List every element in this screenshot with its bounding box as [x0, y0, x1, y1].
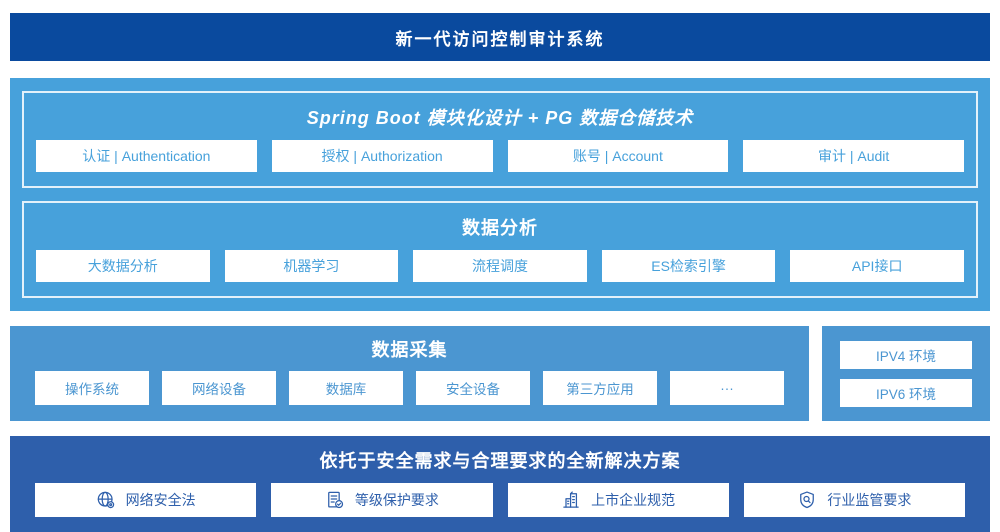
source-network-device: 网络设备 — [162, 371, 276, 405]
env-ipv6: IPV6 环境 — [840, 378, 972, 407]
solution-listed-company-rules: 上市企业规范 — [507, 483, 729, 517]
solution-item-label: 网络安全法 — [125, 492, 196, 508]
collection-panel-title: 数据采集 — [371, 340, 448, 360]
module-bigdata-analysis: 大数据分析 — [36, 250, 210, 282]
source-thirdparty-app: 第三方应用 — [543, 371, 657, 405]
source-operating-system: 操作系统 — [35, 371, 149, 405]
solution-panel: 依托于安全需求与合理要求的全新解决方案 网络安全法 — [10, 436, 990, 532]
collection-module-row: 操作系统 网络设备 数据库 安全设备 第三方应用 ··· — [35, 371, 784, 405]
module-authorization: 授权 | Authorization — [271, 140, 493, 172]
system-title: 新一代访问控制审计系统 — [395, 29, 605, 49]
analysis-module-row: 大数据分析 机器学习 流程调度 ES检索引擎 API接口 — [36, 250, 964, 282]
platform-stack: Spring Boot 模块化设计 + PG 数据仓储技术 认证 | Authe… — [10, 78, 990, 311]
solution-classified-protection: 等级保护要求 — [271, 483, 493, 517]
springboot-module-row: 认证 | Authentication 授权 | Authorization 账… — [36, 140, 964, 172]
module-api-interface: API接口 — [790, 250, 964, 282]
globe-icon — [96, 490, 116, 510]
collection-panel: 数据采集 操作系统 网络设备 数据库 安全设备 第三方应用 ··· — [10, 326, 809, 421]
springboot-panel: Spring Boot 模块化设计 + PG 数据仓储技术 认证 | Authe… — [22, 91, 978, 188]
analysis-panel-title: 数据分析 — [462, 218, 538, 238]
springboot-panel-title: Spring Boot 模块化设计 + PG 数据仓储技术 — [306, 108, 694, 128]
module-machine-learning: 机器学习 — [224, 250, 399, 282]
document-check-icon — [325, 490, 345, 510]
shield-search-icon — [797, 490, 817, 510]
solution-cybersecurity-law: 网络安全法 — [35, 483, 257, 517]
module-flow-scheduling: 流程调度 — [413, 250, 587, 282]
solution-item-label: 等级保护要求 — [354, 492, 439, 508]
network-env-panel: IPV4 环境 IPV6 环境 — [822, 326, 990, 421]
system-title-banner: 新一代访问控制审计系统 — [10, 13, 990, 61]
solution-industry-regulation: 行业监管要求 — [743, 483, 965, 517]
analysis-panel: 数据分析 大数据分析 机器学习 流程调度 ES检索引擎 API接口 — [22, 201, 978, 298]
source-database: 数据库 — [289, 371, 403, 405]
module-account: 账号 | Account — [507, 140, 729, 172]
solution-panel-title: 依托于安全需求与合理要求的全新解决方案 — [319, 451, 681, 471]
module-authentication: 认证 | Authentication — [36, 140, 257, 172]
module-audit: 审计 | Audit — [743, 140, 964, 172]
source-security-device: 安全设备 — [416, 371, 530, 405]
solution-item-row: 网络安全法 等级保护要求 — [35, 483, 965, 517]
collection-row: 数据采集 操作系统 网络设备 数据库 安全设备 第三方应用 ··· IPV4 环… — [10, 326, 990, 421]
solution-item-label: 行业监管要求 — [827, 492, 912, 508]
module-es-search-engine: ES检索引擎 — [601, 250, 776, 282]
solution-item-label: 上市企业规范 — [591, 492, 676, 508]
building-icon — [561, 490, 581, 510]
env-ipv4: IPV4 环境 — [840, 340, 972, 369]
source-more-ellipsis: ··· — [670, 371, 784, 405]
